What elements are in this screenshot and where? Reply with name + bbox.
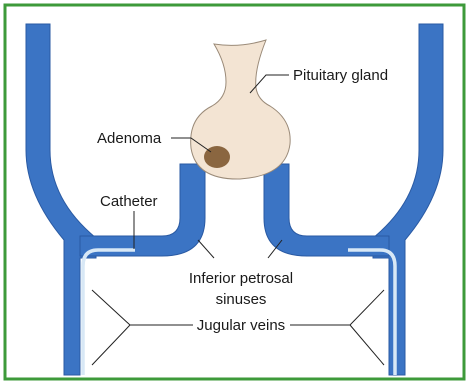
petrosal-label-line1: Inferior petrosal: [189, 270, 293, 287]
adenoma-label: Adenoma: [97, 130, 162, 147]
pituitary-label: Pituitary gland: [293, 67, 388, 84]
catheter-label: Catheter: [100, 193, 158, 210]
petrosal-label-line2: sinuses: [216, 291, 267, 308]
jugular-label: Jugular veins: [197, 317, 285, 334]
